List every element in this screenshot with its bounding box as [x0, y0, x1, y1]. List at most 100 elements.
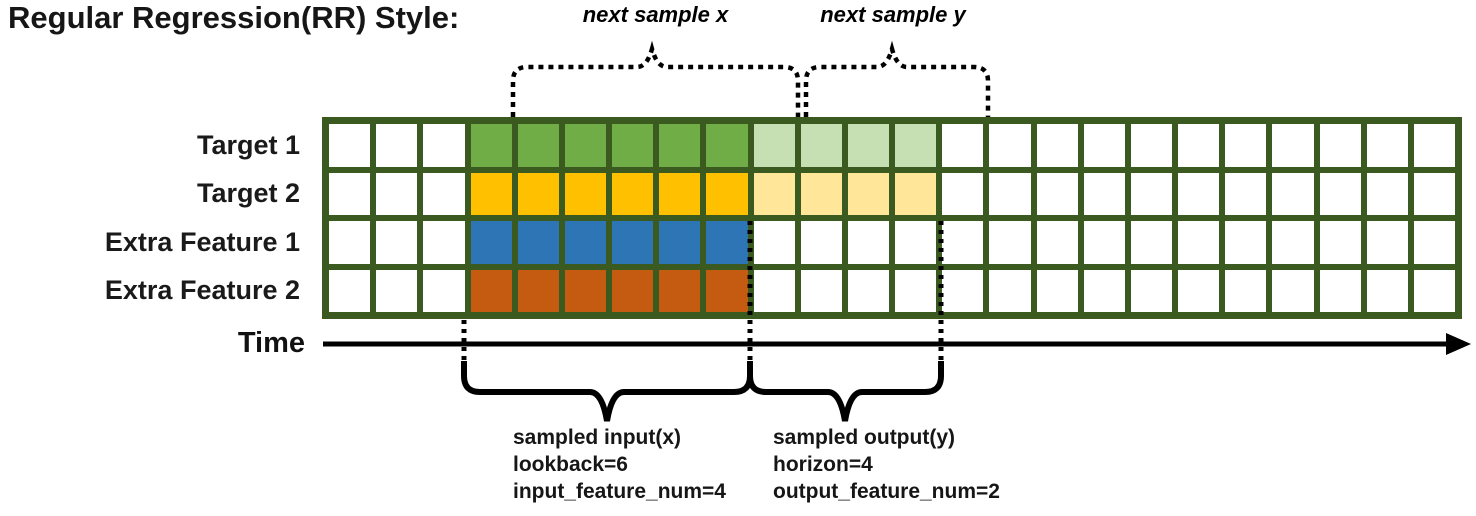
- grid-cell-r4-c15-empty: [989, 269, 1031, 312]
- grid-cell-r4-c7-orange: [612, 269, 654, 312]
- row-label: Extra Feature 2: [104, 275, 300, 306]
- next-sample-y-brace: [803, 40, 991, 117]
- grid-cell-r4-c10-empty: [753, 269, 795, 312]
- grid-cell-r4-c11-empty: [800, 269, 842, 312]
- grid-cell-r1-c6-green: [564, 124, 606, 167]
- grid-cell-r2-c10-gold_light: [753, 172, 795, 215]
- grid-cell-r1-c12-green_light: [847, 124, 889, 167]
- grid-cell-r2-c21-empty: [1272, 172, 1314, 215]
- grid-cell-r3-c8-blue: [659, 221, 701, 264]
- grid-cell-r2-c3-empty: [423, 172, 465, 215]
- grid-cell-r3-c15-empty: [989, 221, 1031, 264]
- next-sample-x-label: next sample x: [582, 2, 729, 27]
- grid-cell-r4-c9-orange: [706, 269, 748, 312]
- grid-cell-r3-c1-empty: [329, 221, 371, 264]
- sampled-input-label: sampled input(x): [513, 426, 682, 449]
- grid-cell-r1-c20-empty: [1225, 124, 1267, 167]
- grid-cell-r3-c18-empty: [1130, 221, 1172, 264]
- grid-cell-r1-c17-empty: [1083, 124, 1125, 167]
- grid-cell-r4-c3-empty: [423, 269, 465, 312]
- grid-cell-r3-c20-empty: [1225, 221, 1267, 264]
- grid-cell-r4-c4-orange: [470, 269, 512, 312]
- grid-cell-r1-c9-green: [706, 124, 748, 167]
- grid-cell-r2-c23-empty: [1366, 172, 1408, 215]
- grid-cell-r2-c5-gold: [517, 172, 559, 215]
- grid-cell-r4-c18-empty: [1130, 269, 1172, 312]
- grid-cell-r3-c11-empty: [800, 221, 842, 264]
- grid-cell-r3-c5-blue: [517, 221, 559, 264]
- grid-cell-r1-c4-green: [470, 124, 512, 167]
- grid-cell-r2-c4-gold: [470, 172, 512, 215]
- sampled-input-annotation: sampled input(x) lookback=6 input_featur…: [513, 424, 726, 505]
- grid-cell-r1-c3-empty: [423, 124, 465, 167]
- sampled-input-brace: [461, 361, 753, 422]
- row-labels: Target 1 Target 2 Extra Feature 1 Extra Fea…: [0, 117, 312, 319]
- row-label: Target 1: [196, 129, 300, 160]
- grid-cell-r3-c4-blue: [470, 221, 512, 264]
- time-axis-label: Time: [237, 327, 305, 359]
- grid-cell-r3-c12-empty: [847, 221, 889, 264]
- grid-cell-r2-c13-gold_light: [895, 172, 937, 215]
- sampled-output-brace: [747, 361, 944, 422]
- grid-cell-r1-c19-empty: [1178, 124, 1220, 167]
- grid-cell-r1-c22-empty: [1319, 124, 1361, 167]
- timeseries-grid: [322, 117, 1462, 319]
- grid-cell-r1-c21-empty: [1272, 124, 1314, 167]
- grid-cell-r3-c22-empty: [1319, 221, 1361, 264]
- grid-cell-r4-c14-empty: [942, 269, 984, 312]
- grid-cell-r4-c17-empty: [1083, 269, 1125, 312]
- grid-cell-r1-c16-empty: [1036, 124, 1078, 167]
- next-sample-x-brace: [510, 40, 801, 117]
- grid-cell-r3-c19-empty: [1178, 221, 1220, 264]
- row-label: Target 2: [196, 178, 300, 209]
- grid-cell-r4-c6-orange: [564, 269, 606, 312]
- grid-cell-r3-c14-empty: [942, 221, 984, 264]
- grid-cell-r2-c19-empty: [1178, 172, 1220, 215]
- grid-cell-r3-c13-empty: [895, 221, 937, 264]
- grid-cell-r2-c20-empty: [1225, 172, 1267, 215]
- lookback-value: lookback=6: [513, 453, 628, 476]
- row-label: Extra Feature 1: [104, 226, 300, 257]
- grid-cell-r2-c9-gold: [706, 172, 748, 215]
- grid-cell-r2-c8-gold: [659, 172, 701, 215]
- grid-cell-r4-c1-empty: [329, 269, 371, 312]
- grid-cell-r4-c21-empty: [1272, 269, 1314, 312]
- grid-cell-r1-c1-empty: [329, 124, 371, 167]
- next-sample-y-label: next sample y: [820, 2, 966, 27]
- grid-cell-r3-c21-empty: [1272, 221, 1314, 264]
- grid-cell-r4-c22-empty: [1319, 269, 1361, 312]
- grid-cell-r4-c12-empty: [847, 269, 889, 312]
- time-axis-arrowhead: [1446, 333, 1471, 355]
- grid-cell-r2-c14-empty: [942, 172, 984, 215]
- grid-cell-r3-c16-empty: [1036, 221, 1078, 264]
- grid-cell-r2-c16-empty: [1036, 172, 1078, 215]
- grid-cell-r2-c7-gold: [612, 172, 654, 215]
- grid-cell-r2-c22-empty: [1319, 172, 1361, 215]
- grid-cell-r2-c1-empty: [329, 172, 371, 215]
- grid-cell-r4-c19-empty: [1178, 269, 1220, 312]
- grid-cell-r2-c17-empty: [1083, 172, 1125, 215]
- grid-cell-r4-c5-orange: [517, 269, 559, 312]
- grid-cell-r3-c3-empty: [423, 221, 465, 264]
- grid-cell-r4-c8-orange: [659, 269, 701, 312]
- grid-cell-r3-c6-blue: [564, 221, 606, 264]
- grid-cell-r3-c10-empty: [753, 221, 795, 264]
- grid-cell-r2-c12-gold_light: [847, 172, 889, 215]
- grid-cell-r2-c15-empty: [989, 172, 1031, 215]
- grid-cell-r4-c13-empty: [895, 269, 937, 312]
- grid-cell-r1-c14-empty: [942, 124, 984, 167]
- grid-cell-r1-c10-green_light: [753, 124, 795, 167]
- grid-cell-r3-c17-empty: [1083, 221, 1125, 264]
- grid-cell-r1-c15-empty: [989, 124, 1031, 167]
- sampled-output-annotation: sampled output(y) horizon=4 output_featu…: [773, 424, 1000, 505]
- grid-cell-r2-c2-empty: [376, 172, 418, 215]
- grid-cell-r3-c2-empty: [376, 221, 418, 264]
- grid-cell-r1-c2-empty: [376, 124, 418, 167]
- grid-cell-r1-c5-green: [517, 124, 559, 167]
- grid-cell-r2-c6-gold: [564, 172, 606, 215]
- input-feature-num-value: input_feature_num=4: [513, 480, 726, 503]
- grid-cell-r3-c9-blue: [706, 221, 748, 264]
- grid-cell-r1-c23-empty: [1366, 124, 1408, 167]
- output-feature-num-value: output_feature_num=2: [773, 480, 1000, 503]
